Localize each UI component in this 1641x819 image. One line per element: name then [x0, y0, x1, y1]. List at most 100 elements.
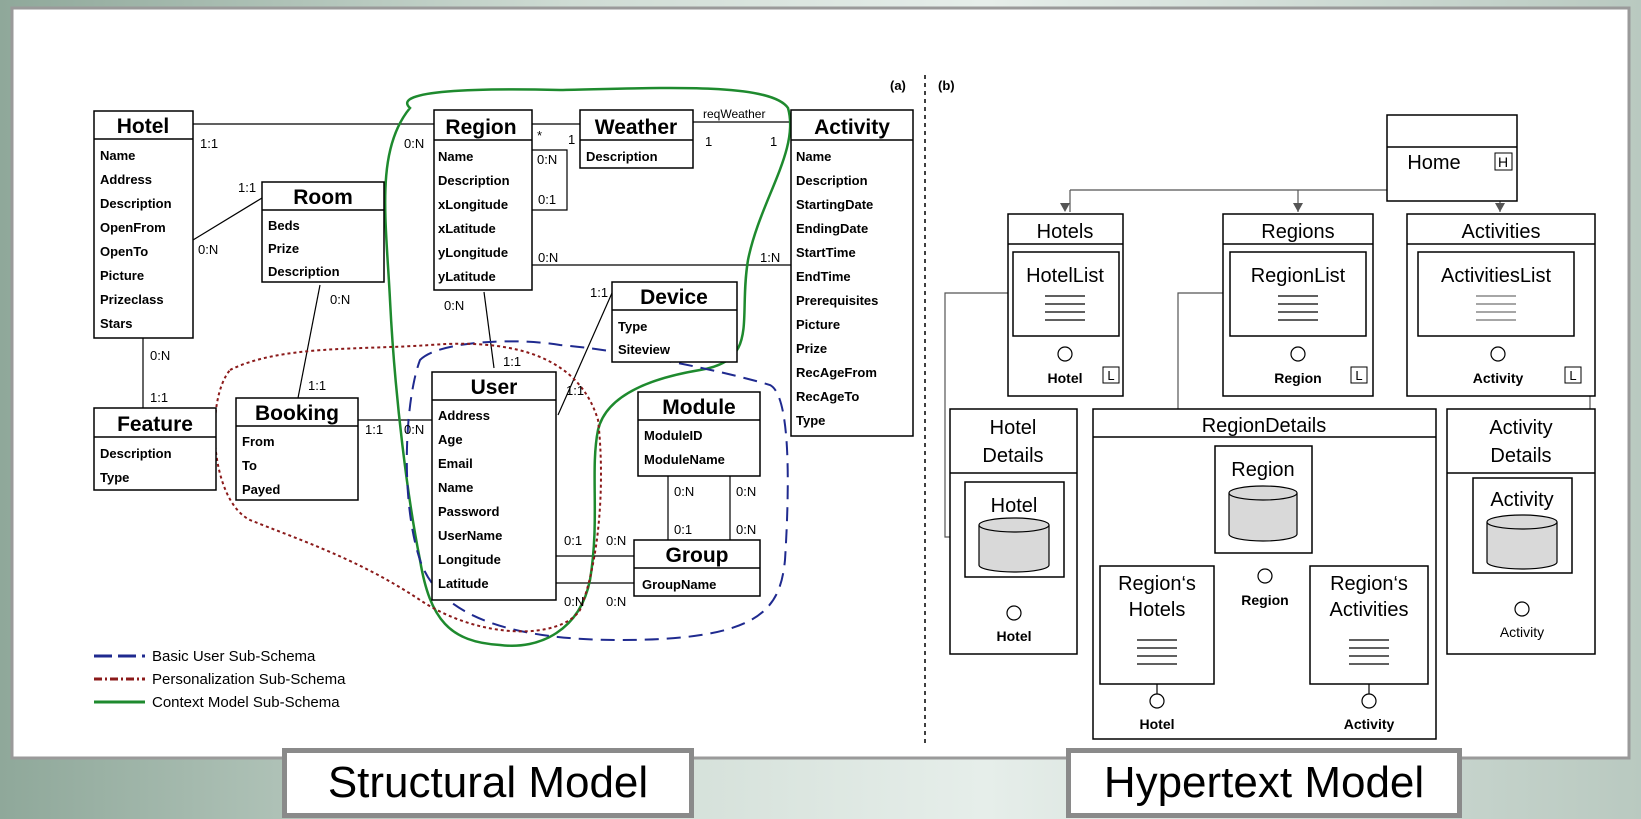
page-title: Hotel: [990, 417, 1037, 439]
cardinality: 0:N: [606, 594, 626, 609]
cardinality: 1: [568, 132, 575, 147]
badge-letter: L: [1107, 368, 1114, 383]
entity-title: Device: [640, 286, 708, 309]
cardinality: 0:N: [564, 594, 584, 609]
cardinality: 0:1: [674, 522, 692, 537]
attr: Prize: [268, 241, 299, 256]
param-label: Region: [1274, 370, 1321, 386]
cardinality: 1: [770, 134, 777, 149]
attr: Description: [438, 173, 510, 188]
param-label: Hotel: [997, 628, 1032, 644]
entity-group: Group GroupName: [633, 539, 761, 597]
database-icon: [1228, 485, 1298, 542]
unit-title: Hotel: [991, 495, 1038, 517]
param-circle-icon: [1290, 346, 1306, 362]
database-icon: [1486, 514, 1558, 570]
cardinality: 0:N: [198, 242, 218, 257]
attr: xLongitude: [438, 197, 508, 212]
cardinality: 1:N: [760, 250, 780, 265]
entity-module: Module ModuleID ModuleName: [637, 391, 761, 477]
list-icon: [1278, 295, 1318, 321]
caption-hypertext-model: Hypertext Model: [1066, 748, 1462, 818]
unit-title: Hotels: [1129, 599, 1186, 621]
badge-letter: L: [1355, 368, 1362, 383]
entity-title: Hotel: [117, 115, 170, 138]
attr: StartingDate: [796, 197, 873, 212]
param-label: Hotel: [1048, 370, 1083, 386]
param-label: Activity: [1473, 370, 1524, 386]
attr: ModuleID: [644, 428, 703, 443]
cardinality: 0:N: [736, 484, 756, 499]
badge-letter: L: [1569, 368, 1576, 383]
attr: Email: [438, 456, 473, 471]
attr: Name: [438, 149, 473, 164]
attr: Name: [796, 149, 831, 164]
page-hotels: Hotels HotelList Hotel L: [1007, 213, 1124, 397]
attr: Description: [586, 149, 658, 164]
cardinality: reqWeather: [703, 107, 765, 121]
page-title: Home: [1407, 152, 1460, 174]
unit-title: ActivitiesList: [1441, 265, 1551, 287]
cardinality: 0:N: [404, 136, 424, 151]
entity-region: Region Name Description xLongitude xLati…: [433, 109, 533, 291]
page-title: Regions: [1261, 221, 1334, 243]
cardinality: 0:N: [444, 298, 464, 313]
attr: GroupName: [642, 577, 716, 592]
entity-hotel: Hotel Name Address Description OpenFrom …: [93, 110, 194, 339]
label-b: (b): [938, 78, 955, 93]
cardinality: 1:1: [503, 354, 521, 369]
page-title: Details: [1490, 445, 1551, 467]
param-circle-icon: [1514, 601, 1530, 617]
attr: UserName: [438, 528, 502, 543]
unit-title: Region‘s: [1330, 573, 1408, 595]
cardinality: 1:1: [238, 180, 256, 195]
label-a: (a): [890, 78, 906, 93]
entity-title: Group: [666, 544, 729, 567]
attr: RecAgeFrom: [796, 365, 877, 380]
attr: Description: [100, 446, 172, 461]
entity-title: User: [471, 376, 518, 399]
unit-title: Region: [1231, 459, 1294, 481]
list-icon: [1137, 639, 1177, 665]
attr: Picture: [796, 317, 840, 332]
cardinality: 1:1: [365, 422, 383, 437]
legend: Basic User Sub-Schema Personalization Su…: [94, 648, 346, 711]
cardinality: 0:N: [537, 152, 557, 167]
unit-title: Region‘s: [1118, 573, 1196, 595]
page-home: Home H: [1386, 114, 1518, 202]
attr: Prizeclass: [100, 292, 164, 307]
attr: OpenFrom: [100, 220, 166, 235]
entity-weather: Weather Description: [579, 109, 694, 169]
attr: StartTime: [796, 245, 856, 260]
param-circle-icon: [1149, 693, 1165, 709]
entity-user: User Address Age Email Name Password Use…: [431, 371, 557, 601]
param-circle-icon: [1361, 693, 1377, 709]
unit-title: RegionList: [1251, 265, 1346, 287]
list-badge: [1102, 366, 1120, 384]
page-activities: Activities ActivitiesList Activity L: [1406, 213, 1596, 397]
entity-feature: Feature Description Type: [93, 407, 217, 491]
badge-letter: H: [1498, 154, 1508, 170]
cardinality: 1:1: [566, 383, 584, 398]
list-icon: [1045, 295, 1085, 321]
attr: Picture: [100, 268, 144, 283]
attr: Description: [100, 196, 172, 211]
entity-device: Device Type Siteview: [611, 281, 738, 363]
cardinality: 0:N: [538, 250, 558, 265]
cardinality: 1: [705, 134, 712, 149]
home-badge: [1494, 152, 1513, 171]
page-title: Activity: [1489, 417, 1552, 439]
attr: Payed: [242, 482, 280, 497]
param-label: Activity: [1344, 716, 1395, 732]
cardinality: 1:1: [150, 390, 168, 405]
attr: Description: [796, 173, 868, 188]
personalization-outline: [213, 342, 602, 633]
legend-label: Basic User Sub-Schema: [152, 648, 316, 665]
context-outline: [383, 86, 792, 647]
entity-title: Feature: [117, 413, 193, 436]
attr: xLatitude: [438, 221, 496, 236]
attr: Name: [100, 148, 135, 163]
attr: EndTime: [796, 269, 851, 284]
attr: EndingDate: [796, 221, 868, 236]
